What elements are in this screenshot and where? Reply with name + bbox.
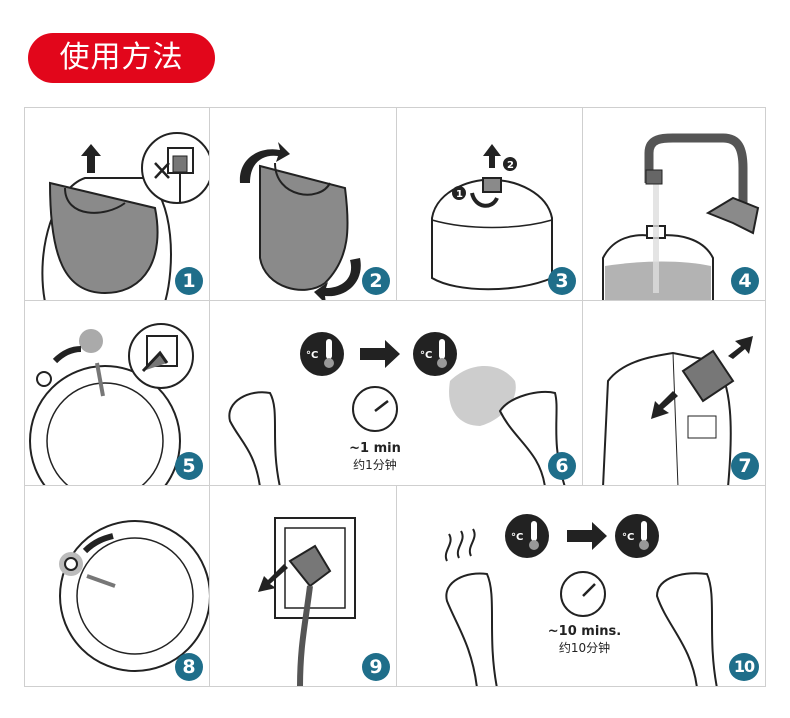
step-badge: 4 xyxy=(731,267,759,295)
step-3-panel: 2 1 3 xyxy=(396,107,583,301)
timer-icon xyxy=(352,386,398,432)
svg-text:°C: °C xyxy=(511,532,523,543)
svg-text:°C: °C xyxy=(306,350,318,361)
step-6-illustration: °C °C xyxy=(228,332,566,485)
step-badge: 2 xyxy=(362,267,390,295)
step-8-panel: 8 xyxy=(24,485,210,687)
step-7-panel: 7 xyxy=(582,300,766,486)
step-5-illustration xyxy=(29,323,194,485)
arrow-right-icon xyxy=(567,522,607,550)
svg-text:1: 1 xyxy=(456,189,463,200)
step-badge: 5 xyxy=(175,452,203,480)
arrow-right-icon xyxy=(360,340,400,368)
step-10-illustration: °C °C xyxy=(444,514,718,686)
step-badge: 9 xyxy=(362,653,390,681)
svg-text:2: 2 xyxy=(507,160,514,171)
step-9-panel: 9 xyxy=(209,485,397,687)
step-5-panel: 5 xyxy=(24,300,210,486)
step-10-time-caption: ~10 mins.约10分钟 xyxy=(547,624,622,655)
step-4-panel: 4 xyxy=(582,107,766,301)
step-10-panel: °C °C ~10 mins.约10分钟 10 xyxy=(396,485,766,687)
svg-text:°C: °C xyxy=(622,532,634,543)
step-1-illustration xyxy=(41,132,209,300)
step-badge: 8 xyxy=(175,653,203,681)
step-badge: 10 xyxy=(729,653,759,681)
svg-text:°C: °C xyxy=(420,350,432,361)
timer-icon xyxy=(560,571,606,617)
section-title: 使用方法 xyxy=(28,33,215,83)
step-badge: 6 xyxy=(548,452,576,480)
step-badge: 3 xyxy=(548,267,576,295)
step-badge: 1 xyxy=(175,267,203,295)
step-2-panel: 2 xyxy=(209,107,397,301)
step-4-illustration xyxy=(602,133,760,300)
step-3-illustration: 2 1 xyxy=(431,144,553,291)
step-1-panel: 1 xyxy=(24,107,210,301)
step-badge: 7 xyxy=(731,452,759,480)
step-2-illustration xyxy=(239,142,361,300)
step-7-illustration xyxy=(602,336,753,485)
step-8-illustration xyxy=(59,520,209,672)
step-9-illustration xyxy=(258,517,356,686)
